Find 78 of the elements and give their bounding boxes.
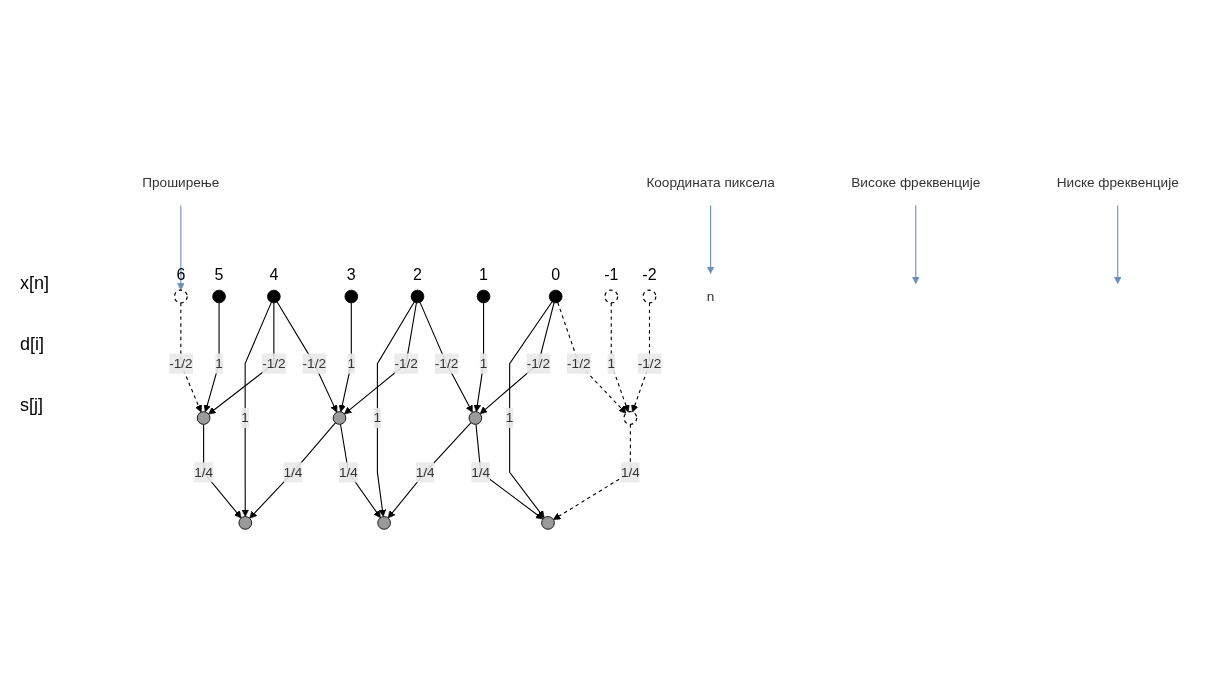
- edge-label: 1: [505, 410, 514, 425]
- arrow: [1114, 205, 1122, 285]
- column-number: 4: [268, 266, 280, 285]
- arrow: [203, 423, 242, 519]
- node-text: Координата пиксела: [646, 175, 775, 190]
- arrow: [912, 205, 920, 285]
- arrow: [557, 301, 627, 414]
- arrow: [479, 302, 555, 415]
- node-circle: [377, 516, 391, 530]
- arrow: [177, 205, 185, 291]
- node-circle: [238, 516, 253, 530]
- edge-label: 1/4: [415, 464, 435, 480]
- edge-label: 1/4: [194, 464, 214, 480]
- arrow: [553, 423, 631, 520]
- edge-label: -1/2: [526, 355, 551, 371]
- edge-label: 1: [241, 410, 249, 425]
- arrow: [276, 301, 338, 413]
- column-number: 1: [478, 266, 489, 285]
- node-circle: [267, 289, 281, 304]
- edge-label: 1: [607, 355, 616, 371]
- node-circle: [344, 289, 359, 304]
- edge-label: -1/2: [302, 355, 326, 371]
- arrow: [610, 302, 630, 413]
- column-number: -2: [641, 266, 658, 285]
- node-circle: [332, 411, 347, 425]
- edge-label: 1: [479, 355, 488, 371]
- node-circle: [212, 289, 226, 304]
- node-text: n: [706, 288, 715, 304]
- edge-label: -1/2: [567, 355, 591, 371]
- arrow: [249, 422, 336, 519]
- column-number: -1: [603, 266, 620, 285]
- edge-label: 1/4: [471, 464, 491, 480]
- node-circle: [548, 289, 563, 304]
- node-circle: [541, 516, 555, 530]
- arrow: [203, 302, 220, 413]
- arrow: [706, 205, 715, 274]
- arrow: [339, 423, 381, 519]
- node-circle: [196, 411, 211, 425]
- node-circle: [604, 289, 619, 304]
- node-circle: [468, 411, 483, 425]
- arrow: [387, 422, 472, 519]
- edge-label: -1/2: [637, 355, 662, 371]
- column-number: 3: [345, 266, 357, 285]
- column-number: 5: [213, 266, 225, 285]
- node-text: Високе фреквенције: [851, 175, 981, 190]
- edge-label: -1/2: [262, 355, 286, 371]
- node-text: Ниске фреквенције: [1056, 175, 1179, 190]
- edge-label: 1/4: [283, 464, 303, 480]
- column-number: 2: [412, 266, 423, 285]
- row-label: s[j]: [20, 395, 44, 416]
- node-circle: [476, 289, 491, 304]
- node-circle: [623, 411, 638, 425]
- row-label: d[i]: [20, 334, 45, 355]
- arrow: [376, 301, 415, 517]
- arrow: [473, 302, 485, 413]
- edge-label: 1: [215, 355, 223, 371]
- edge-label: 1/4: [620, 464, 640, 480]
- arrow: [208, 302, 275, 415]
- arrow: [344, 302, 417, 415]
- column-number: 0: [550, 266, 562, 285]
- edge-label: 1: [373, 410, 382, 425]
- arrow: [509, 301, 553, 519]
- arrow: [180, 302, 202, 413]
- edge-label: -1/2: [394, 355, 418, 371]
- arrow: [631, 302, 651, 413]
- node-text: Проширење: [142, 175, 220, 190]
- arrow: [419, 301, 473, 413]
- edge-label: -1/2: [434, 355, 459, 371]
- node-circle: [173, 289, 188, 304]
- node-circle: [642, 289, 657, 304]
- arrow: [475, 423, 544, 520]
- edge-label: 1: [347, 355, 356, 371]
- arrow: [241, 301, 272, 517]
- edge-label: 1/4: [339, 464, 358, 480]
- node-circle: [410, 289, 425, 304]
- edge-label: -1/2: [169, 355, 193, 371]
- column-number: 6: [175, 266, 187, 285]
- row-label: x[n]: [20, 273, 50, 294]
